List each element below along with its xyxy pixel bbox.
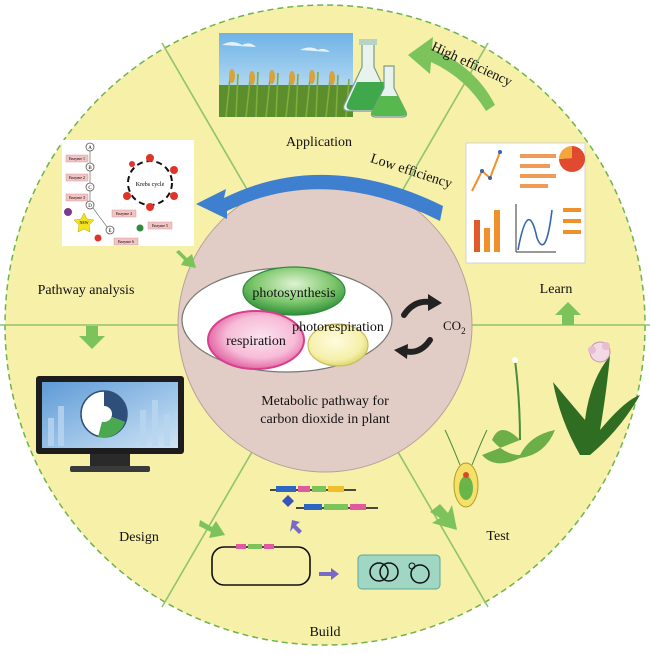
respiration-label: respiration [226, 334, 286, 349]
new-star-icon [73, 212, 95, 233]
low-efficiency-arrow [196, 174, 443, 221]
pathway-down-arrow [79, 326, 105, 349]
enzyme-5-label: Enzyme 5 [152, 223, 168, 228]
analysis-charts-image [465, 142, 586, 264]
node-e [105, 225, 115, 235]
learn-label: Learn [540, 282, 573, 297]
center-title-line1: Metabolic pathway for [261, 394, 389, 409]
node-e-label: E [108, 229, 111, 234]
respiration-ellipse [207, 310, 305, 370]
enzyme-4-label: Enzyme 4 [116, 211, 132, 216]
computer-monitor-icon [36, 376, 184, 472]
pathway-return-arrow [176, 250, 196, 268]
node-d-label: D [88, 204, 92, 209]
co2-label: CO2 [443, 318, 466, 336]
enzyme-6-label: Enzyme 6 [118, 239, 134, 244]
node-c-label: C [88, 186, 92, 191]
node-b-label: B [88, 166, 92, 171]
build-label: Build [309, 625, 340, 640]
enzyme-2-label: Enzyme 2 [69, 175, 85, 180]
enzyme-1-label: Enzyme 1 [69, 156, 85, 161]
application-label: Application [286, 135, 352, 150]
pathway-analysis-label: Pathway analysis [38, 283, 135, 298]
test-label: Test [486, 529, 509, 544]
construct-build-image [211, 486, 441, 590]
photorespiration-ellipse [307, 323, 369, 367]
flask-icon [342, 39, 408, 118]
co2-subscript: 2 [461, 326, 466, 336]
pathway-network-figure: A B C D E Enzyme 1 Enzyme 2 Enzyme 3 Enz… [62, 140, 194, 246]
photosynthesis-label: photosynthesis [252, 286, 335, 301]
plants-image [444, 341, 640, 508]
design-arrow [199, 520, 225, 538]
enzyme-3-label: Enzyme 3 [69, 195, 85, 200]
sector-dividers [0, 42, 650, 608]
co2-arrowheads [394, 294, 442, 359]
node-a-label: A [88, 146, 92, 151]
photorespiration-label: photorespiration [292, 320, 384, 335]
center-title-line2: carbon dioxide in plant [260, 412, 390, 427]
test-arrow [430, 504, 457, 530]
design-label: Design [119, 530, 159, 545]
photosynthesis-ellipse [242, 266, 346, 316]
rice-field-image [219, 33, 353, 118]
co2-base: CO [443, 318, 461, 333]
new-label: NEW [79, 220, 88, 225]
high-efficiency-arrow [408, 37, 495, 111]
learn-up-arrow [555, 302, 581, 325]
krebs-cycle-label: Krebs cycle [136, 182, 165, 188]
